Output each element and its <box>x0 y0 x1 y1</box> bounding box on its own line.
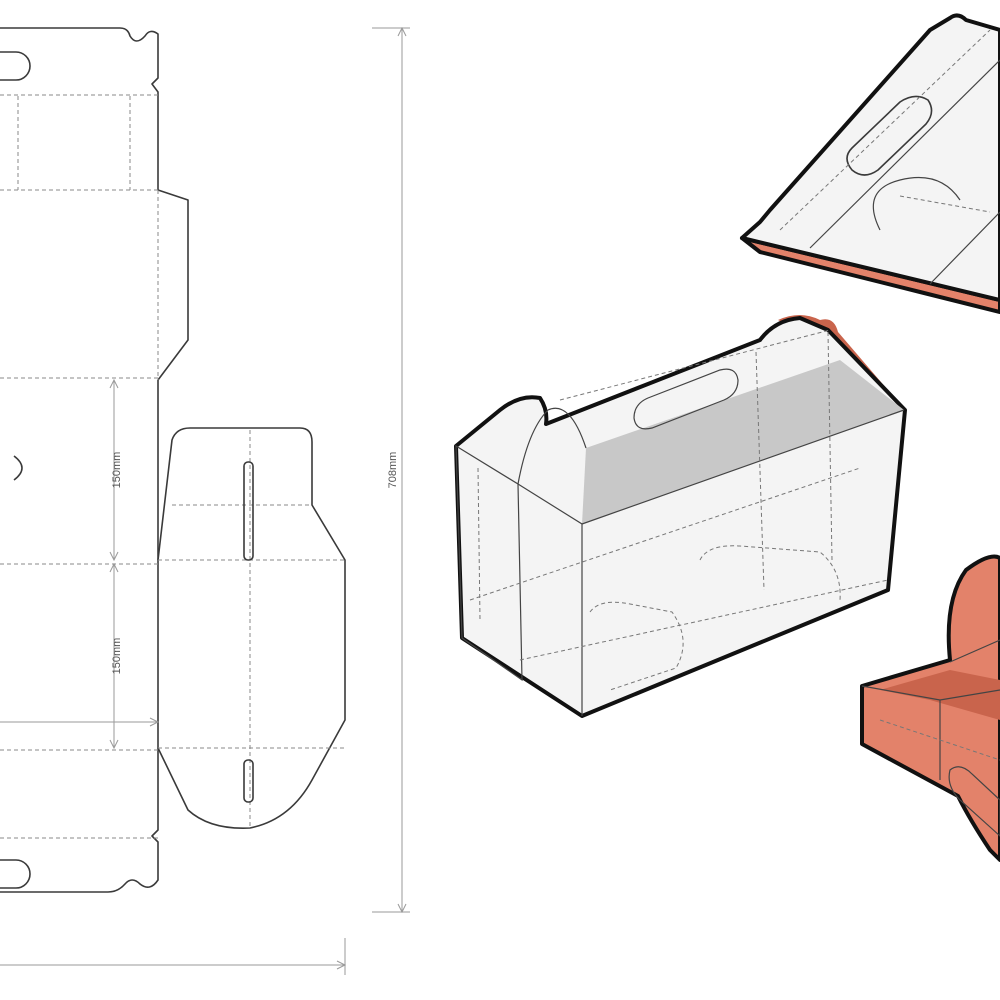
thumb-notch <box>13 455 23 481</box>
lock-slot-bottom <box>243 759 254 803</box>
sheet-top-surface <box>740 13 1000 302</box>
dimension-label-upper: 150mm <box>111 452 123 489</box>
box-gable <box>517 407 587 485</box>
sheet-fold-line <box>809 59 1000 249</box>
tray-inner-panel <box>880 670 1000 720</box>
side-flap-outline <box>157 427 346 829</box>
dimension-label-lower: 150mm <box>111 638 123 675</box>
tray-edge <box>949 639 1000 663</box>
box-front-panel <box>455 444 523 682</box>
arrow-head <box>397 26 407 914</box>
flat-dieline: 150mm 150mm 708mm <box>0 26 410 975</box>
assembled-box <box>454 315 907 718</box>
dimension-label-total: 708mm <box>387 452 399 489</box>
sheet-handle-hole <box>846 95 933 176</box>
tray-fold-line <box>879 719 1000 761</box>
box-inner-flap <box>589 601 684 691</box>
sheet-curve-flap <box>872 176 961 231</box>
sheet-fold-line <box>899 195 991 213</box>
box-fold-line <box>559 329 831 401</box>
arrow-head <box>109 378 119 562</box>
sheet-fold-line <box>779 29 991 231</box>
arrow-head <box>149 717 160 727</box>
flat-sheet-3d <box>740 13 1000 314</box>
box-fold-line <box>477 467 481 621</box>
sheet-fold-line <box>929 211 1000 285</box>
arrow-head <box>336 960 347 970</box>
box-fold-line <box>827 331 833 561</box>
handle-hole-bottom <box>0 859 31 889</box>
box-fold-line <box>469 467 861 601</box>
box-fold-line <box>755 351 765 591</box>
kraft-tray <box>860 554 1000 862</box>
tray-body <box>860 554 1000 862</box>
box-edge <box>581 409 905 525</box>
box-handle-hole <box>633 368 739 430</box>
box-inner-flap <box>699 545 841 601</box>
box-top-opening <box>582 360 904 524</box>
arrow-head <box>109 562 119 750</box>
tray-handle-hole <box>948 766 1000 837</box>
handle-hole-top <box>0 51 31 81</box>
dieline-main-outline <box>0 27 189 893</box>
lock-slot-top <box>243 461 254 561</box>
